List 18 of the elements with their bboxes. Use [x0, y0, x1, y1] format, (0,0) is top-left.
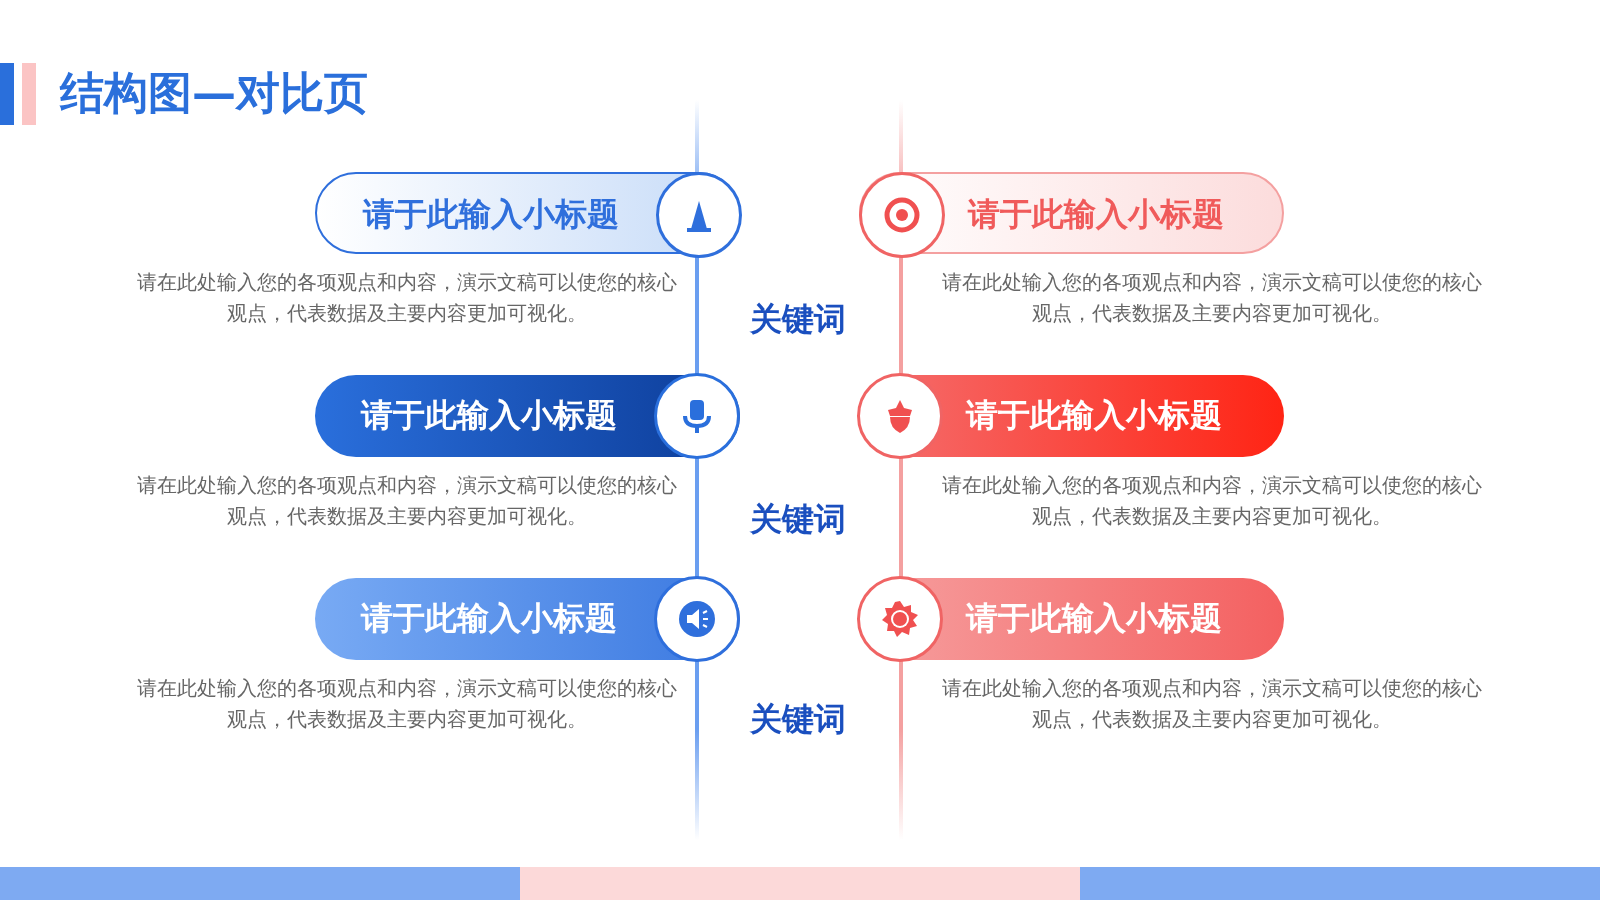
description-text: 请在此处输入您的各项观点和内容，演示文稿可以使您的核心观点，代表数据及主要内容更加可视化。	[942, 472, 1482, 530]
subtitle-text: 请于此输入小标题	[361, 598, 617, 639]
keyword-text: 关键词	[750, 699, 846, 740]
description-text: 请在此处输入您的各项观点和内容，演示文稿可以使您的核心观点，代表数据及主要内容更加可视化。	[137, 472, 677, 530]
title-pill	[859, 375, 1284, 457]
subtitle-text: 请于此输入小标题	[361, 395, 617, 436]
title-text: 结构图—对比页	[60, 66, 368, 120]
subtitle-text: 请于此输入小标题	[966, 395, 1222, 436]
subtitle-text: 请于此输入小标题	[363, 194, 619, 235]
description-text: 请在此处输入您的各项观点和内容，演示文稿可以使您的核心观点，代表数据及主要内容更加可视化。	[137, 269, 677, 327]
title-pill	[859, 578, 1284, 660]
subtitle-text: 请于此输入小标题	[968, 194, 1224, 235]
description-text: 请在此处输入您的各项观点和内容，演示文稿可以使您的核心观点，代表数据及主要内容更加可视化。	[942, 269, 1482, 327]
keyword-text: 关键词	[750, 299, 846, 340]
keyword-text: 关键词	[750, 499, 846, 540]
description-text: 请在此处输入您的各项观点和内容，演示文稿可以使您的核心观点，代表数据及主要内容更加可视化。	[942, 675, 1482, 733]
subtitle-text: 请于此输入小标题	[966, 598, 1222, 639]
description-text: 请在此处输入您的各项观点和内容，演示文稿可以使您的核心观点，代表数据及主要内容更加可视化。	[137, 675, 677, 733]
